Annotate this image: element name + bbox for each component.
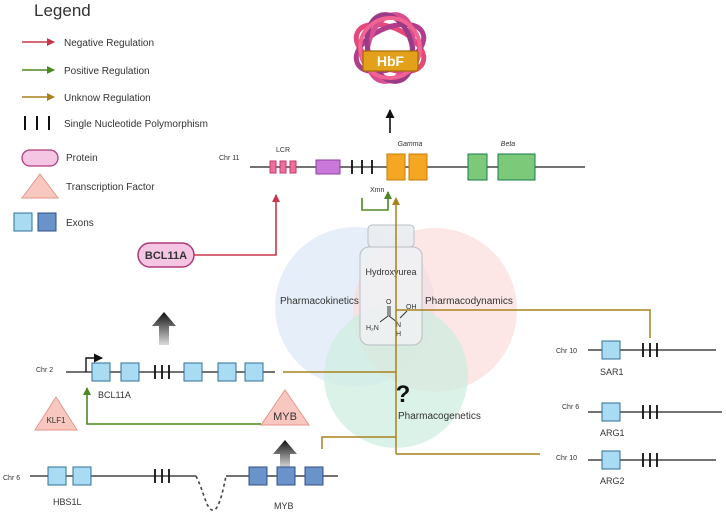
snp-icon: [24, 116, 50, 130]
bcl11a-exon-2: [120, 362, 140, 382]
oh-label: OH: [406, 304, 417, 311]
protein-icon: [21, 149, 59, 167]
lcr-label: LCR: [276, 147, 290, 154]
myb-gene-label: MYB: [274, 501, 294, 511]
hbf-protein: HbF: [353, 12, 427, 84]
arg2-chr-label: Chr 10: [556, 455, 577, 462]
bcl11a-exon-1: [91, 362, 111, 382]
chr2-label: Chr 2: [36, 367, 53, 374]
hbs1l-label: HBS1L: [53, 497, 82, 507]
pharmacodynamics-label: Pharmacodynamics: [425, 296, 513, 307]
chr11-purple-exon: [315, 159, 341, 175]
myb-unknown-line: [321, 436, 396, 449]
chr6-label: Chr 6: [3, 475, 20, 482]
myb-expression-arrow-icon: [273, 440, 297, 468]
legend-title: Legend: [34, 1, 91, 20]
sar1-chr-label: Chr 10: [556, 348, 577, 355]
drug-label: Hydroxyurea: [365, 267, 416, 277]
hbf-label-box: [362, 50, 419, 72]
sar1-gene: Chr 10 SAR1: [556, 340, 716, 377]
n-label: N: [396, 322, 401, 329]
klf1-label: KLF1: [46, 416, 66, 425]
bottle-body: [359, 246, 423, 346]
myb-exon-3: [304, 466, 324, 486]
klf1-tf: [34, 396, 78, 431]
legend-unknown: Unknow Regulation: [64, 93, 151, 104]
h-label: H: [396, 331, 401, 338]
hemoglobin-icon: [353, 12, 427, 84]
gamma-label: Gamma: [398, 141, 423, 148]
legend-positive: Positive Regulation: [64, 66, 150, 77]
xmn-label: Xmn: [370, 187, 385, 194]
hbs1l-exon-2: [72, 466, 92, 486]
transcription-factor-icon: [21, 173, 59, 199]
myb-tf-label: MYB: [273, 411, 297, 423]
legend-protein: Protein: [66, 153, 98, 164]
xmn-positive-arrow: [361, 191, 392, 211]
hydroxyurea-bottle: Hydroxyurea H₂N O OH N H: [359, 224, 423, 346]
h2n-label: H₂N: [366, 325, 379, 332]
beta-exon-2: [497, 153, 536, 181]
legend-tf: Transcription Factor: [66, 182, 155, 193]
exon-light-icon: [13, 212, 33, 232]
pharmacogenetics-label: Pharmacogenetics: [398, 411, 481, 422]
exon-dark-icon: [37, 212, 57, 232]
beta-label: Beta: [501, 141, 516, 148]
sar1-unknown-line: [396, 309, 651, 338]
hbs1l-snp-icon: [154, 469, 170, 483]
arg1-snp-icon: [642, 405, 658, 419]
bcl11a-exon-4: [217, 362, 237, 382]
arg1-gene: Chr 6 ARG1: [562, 402, 722, 438]
chr11-label: Chr 11: [219, 155, 240, 162]
bottle-cap: [367, 224, 415, 248]
legend-exons: Exons: [66, 218, 94, 229]
myb-exon-1: [248, 466, 268, 486]
pharmacokinetics-label: Pharmacokinetics: [280, 296, 359, 307]
hbs1l-exon-1: [47, 466, 67, 486]
arg1-label: ARG1: [600, 428, 625, 438]
sar1-exon: [601, 340, 621, 360]
lcr-elements: [269, 160, 297, 174]
arg2-label: ARG2: [600, 476, 625, 486]
bcl11a-exon-3: [183, 362, 203, 382]
chr2-gene: Chr 2 BCL11A: [36, 353, 275, 400]
arg2-gene: Chr 10 ARG2: [556, 450, 716, 486]
legend: Legend Negative Regulation Positive Regu…: [13, 1, 208, 232]
chr11-snp-icon: [351, 160, 373, 174]
promoter-arrow-icon: [85, 353, 103, 372]
sar1-label: SAR1: [600, 367, 624, 377]
legend-snp: Single Nucleotide Polymorphism: [64, 119, 208, 130]
unknown-regulation-lines: [283, 197, 651, 455]
chr6-gene: Chr 6 HBS1L MYB: [3, 466, 338, 511]
bcl11a-exon-5: [244, 362, 264, 382]
gamma-exon-2: [408, 153, 428, 181]
bcl11a-protein-label: BCL11A: [145, 250, 187, 262]
question-mark: ?: [396, 381, 411, 408]
arg2-snp-icon: [642, 453, 658, 467]
legend-negative: Negative Regulation: [64, 38, 154, 49]
hbf-label: HbF: [377, 53, 405, 69]
chr6-dashed-gap: [195, 475, 227, 511]
chr2-gene-label: BCL11A: [98, 390, 131, 400]
arg1-exon: [601, 402, 621, 422]
myb-tf: [260, 389, 310, 426]
myb-positive-arrow: [83, 387, 261, 425]
arg1-chr-label: Chr 6: [562, 404, 579, 411]
arg2-exon: [601, 450, 621, 470]
chr11-gene: Chr 11 LCR Xmn Gamma Beta: [219, 141, 585, 194]
bcl11a-negative-arrow: [194, 194, 280, 256]
myb-exon-2: [276, 466, 296, 486]
gamma-exon-1: [386, 153, 406, 181]
bcl11a-snp-icon: [154, 365, 170, 379]
beta-exon-1: [467, 153, 488, 181]
sar1-snp-icon: [642, 343, 658, 357]
o-label: O: [386, 299, 392, 306]
hydroxyurea-structure: H₂N O OH N H: [366, 299, 417, 338]
expression-arrow-icon: [152, 312, 176, 345]
